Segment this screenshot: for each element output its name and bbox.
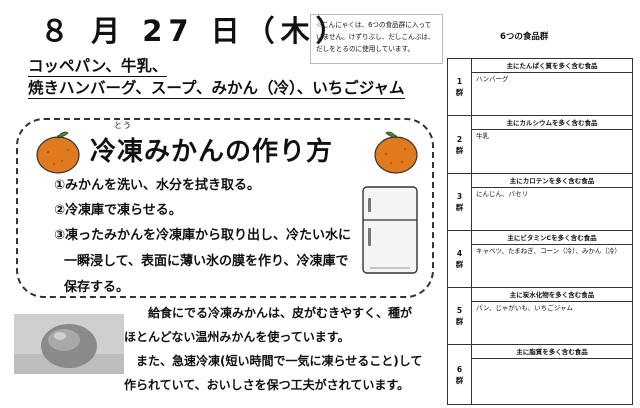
story-line-3: また、急速冷凍(短い時間で一気に凍らせること)して xyxy=(136,354,423,368)
frozen-mandarin-photo xyxy=(14,314,124,374)
food-group-items: にんじん、パセリ xyxy=(476,190,528,198)
food-group-heading: 主にカロテンを多く含む食品 xyxy=(472,174,632,188)
recipe-step-3-end: 保存する。 xyxy=(64,280,130,295)
recipe-title: とう 冷凍みかんの作り方 xyxy=(90,121,334,167)
recipe-step-1: ①みかんを洗い、水分を拭き取る。 xyxy=(54,178,261,193)
recipe-step-3-cont: 一瞬浸して、表面に薄い氷の膜を作り、冷凍庫で xyxy=(64,254,349,269)
food-group-items: パン、じゃがいも、いちごジャム xyxy=(476,304,573,312)
date-heading: ８ 月 27 日（木） xyxy=(40,14,351,48)
story-line-1: 給食にでる冷凍みかんは、皮がむきやすく、種が xyxy=(148,306,413,320)
menu-line-1: コッペパン、牛乳、 xyxy=(28,57,168,77)
food-group-heading: 主に炭水化物を多く含む食品 xyxy=(472,288,632,302)
food-group-items: 牛乳 xyxy=(476,132,489,140)
food-group-heading: 主に脂質を多く含む食品 xyxy=(472,345,632,359)
story-line-4: 作られていて、おいしさを保つ工夫がされています。 xyxy=(124,378,410,392)
story-line-2: ほとんどない温州みかんを使っています。 xyxy=(124,330,350,344)
food-group-items: キャベツ、たまねぎ、コーン（冷）、みかん（冷） xyxy=(476,247,621,255)
menu-line-2: 焼きハンバーグ、スープ、みかん（冷）、いちごジャム xyxy=(28,79,405,99)
mandarin-orange-icon xyxy=(374,131,418,174)
food-group-items: ハンバーグ xyxy=(476,75,509,83)
title-ruby: とう xyxy=(114,121,132,130)
recipe-step-2: ②冷凍庫で凍らせる。 xyxy=(54,203,182,218)
recipe-step-3: ③凍ったみかんを冷凍庫から取り出し、冷たい水に xyxy=(54,228,352,243)
refrigerator-icon xyxy=(362,186,418,274)
food-group-heading: 主にカルシウムを多く含む食品 xyxy=(472,116,632,130)
mandarin-orange-icon xyxy=(36,131,80,174)
food-group-heading: 主にビタミンCを多く含む食品 xyxy=(472,231,632,245)
food-groups-title: 6つの食品群 xyxy=(500,32,549,42)
konnyaku-note: ☆こんにゃくは、6つの食品群に入っていません。けずりぶし、だしこんぶは、だしをと… xyxy=(310,14,443,64)
food-group-heading: 主にたんぱく質を多く含む食品 xyxy=(472,59,632,73)
